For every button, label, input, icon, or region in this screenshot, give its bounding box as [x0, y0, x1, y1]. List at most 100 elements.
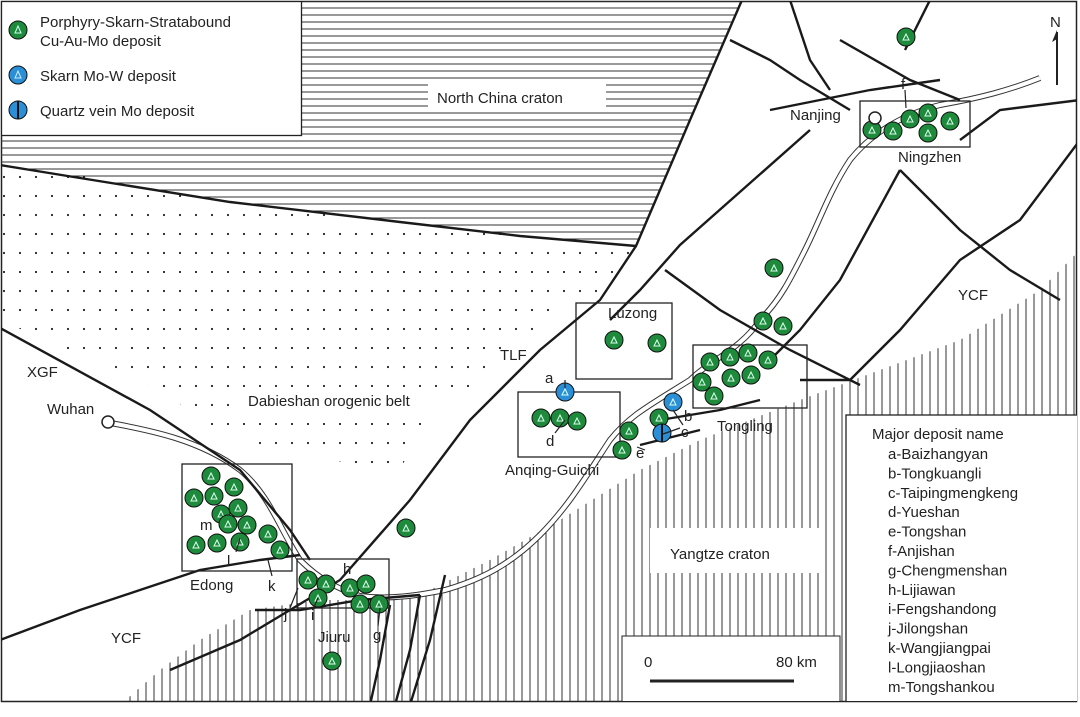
cu-au-mo-deposit-icon [753, 311, 773, 331]
cu-au-mo-deposit-icon [184, 488, 204, 508]
ningzhen-box [859, 100, 971, 148]
cu-au-mo-deposit-icon [230, 532, 250, 552]
cu-au-mo-deposit-icon [340, 578, 360, 598]
cu-au-mo-deposit-icon [619, 421, 639, 441]
cu-au-mo-deposit-icon [721, 368, 741, 388]
cu-au-mo-deposit-icon [692, 372, 712, 392]
dabieshan-dotted-area [1, 160, 636, 470]
cu-au-mo-deposit-icon [316, 574, 336, 594]
legend-label: Quartz vein Mo deposit [40, 103, 195, 120]
cu-au-mo-deposit-icon [612, 440, 632, 460]
north-china-craton-label: North China craton [437, 90, 563, 107]
deposit-name-item: g-Chengmenshan [888, 562, 1007, 579]
deposit-names-title: Major deposit name [872, 426, 1004, 443]
cu-au-mo-deposit-icon [224, 477, 244, 497]
deposit-letter-d: d [546, 433, 554, 450]
legend-box [1, 1, 303, 137]
cu-au-mo-deposit-icon [298, 570, 318, 590]
cu-au-mo-deposit-icon [258, 524, 278, 544]
cu-au-mo-deposit-icon [369, 594, 389, 614]
cu-au-mo-deposit-icon [758, 350, 778, 370]
legend-item-quartz-vein: Quartz vein Mo deposit [8, 100, 195, 120]
legend-label: Skarn Mo-W deposit [40, 68, 177, 85]
edong-label: Edong [190, 577, 233, 594]
deposit-name-item: l-Longjiaoshan [888, 659, 986, 676]
deposit-letter-b: b [684, 408, 692, 425]
cu-au-mo-deposit-icon [883, 121, 903, 141]
cu-au-mo-deposit-icon [567, 411, 587, 431]
deposit-name-item: d-Yueshan [888, 504, 960, 521]
deposit-name-item: a-Baizhangyan [888, 446, 988, 463]
deposit-letter-f: f [901, 76, 906, 93]
luzong-label: Luzong [608, 305, 657, 322]
green-deposit-icon [8, 20, 28, 40]
deposit-letter-g: g [373, 627, 381, 644]
cu-au-mo-deposit-icon [322, 651, 342, 671]
cu-au-mo-deposit-icon [218, 514, 238, 534]
legend-label-line1: Porphyry-Skarn-Stratabound [40, 14, 231, 31]
cu-au-mo-deposit-icon [918, 123, 938, 143]
skarn-mo-w-deposit-icon [663, 392, 683, 412]
legend-item-skarn-mo-w: Skarn Mo-W deposit [8, 65, 177, 85]
anqing-guichi-label: Anqing-Guichi [505, 462, 599, 479]
nanjing-label: Nanjing [790, 107, 841, 124]
cu-au-mo-deposit-icon [862, 120, 882, 140]
cu-au-mo-deposit-icon [356, 574, 376, 594]
cu-au-mo-deposit-icon [604, 330, 624, 350]
deposit-name-item: f-Anjishan [888, 543, 955, 560]
cu-au-mo-deposit-icon [531, 408, 551, 428]
deposit-name-item: c-Taipingmengkeng [888, 485, 1018, 502]
cu-au-mo-deposit-icon [396, 518, 416, 538]
cu-au-mo-deposit-icon [350, 594, 370, 614]
legend-label-line2: Cu-Au-Mo deposit [40, 33, 162, 50]
deposit-name-item: b-Tongkuangli [888, 465, 981, 482]
cu-au-mo-deposit-icon [270, 540, 290, 560]
cu-au-mo-deposit-icon [764, 258, 784, 278]
dabieshan-label: Dabieshan orogenic belt [248, 393, 411, 410]
cu-au-mo-deposit-icon [918, 103, 938, 123]
edong-box [181, 463, 293, 572]
yangtze-craton-area [124, 253, 1077, 701]
north-china-craton-area [1, 1, 742, 246]
scale-start-label: 0 [644, 654, 652, 671]
deposit-name-item: i-Fengshandong [888, 601, 996, 618]
cu-au-mo-deposit-icon [720, 347, 740, 367]
deposit-letter-h: h [343, 561, 351, 578]
legend-item-cu-au-mo: Porphyry-Skarn-Stratabound Cu-Au-Mo depo… [8, 14, 231, 50]
cu-au-mo-deposit-icon [704, 386, 724, 406]
yangtze-craton-label: Yangtze craton [670, 546, 770, 563]
deposit-name-item: e-Tongshan [888, 524, 966, 541]
deposit-letter-c: c [681, 424, 689, 441]
wuhan-city-marker [101, 415, 115, 429]
cu-au-mo-deposit-icon [738, 343, 758, 363]
cu-au-mo-deposit-icon [237, 515, 257, 535]
jiuru-label: Jiuru [318, 629, 351, 646]
ycf-label-west: YCF [111, 630, 141, 647]
cu-au-mo-deposit-icon [186, 535, 206, 555]
north-arrow-icon: N [1050, 14, 1061, 85]
cu-au-mo-deposit-icon [550, 408, 570, 428]
jiuru-box [296, 558, 390, 609]
cu-au-mo-deposit-icon [647, 333, 667, 353]
cu-au-mo-deposit-icon [896, 27, 916, 47]
cu-au-mo-deposit-icon [207, 533, 227, 553]
legend: Porphyry-Skarn-Stratabound Cu-Au-Mo depo… [8, 14, 231, 120]
cu-au-mo-deposit-icon [228, 498, 248, 518]
deposit-name-item: k-Wangjiangpai [888, 640, 991, 657]
blue-deposit-icon [8, 65, 28, 85]
deposit-letter-i: i [311, 607, 314, 624]
tongling-label: Tongling [717, 418, 773, 435]
nanjing-city-marker [868, 111, 882, 125]
xgf-label: XGF [27, 364, 58, 381]
cu-au-mo-deposit-icon [900, 109, 920, 129]
north-label: N [1050, 14, 1061, 31]
cu-au-mo-deposit-icon [204, 486, 224, 506]
deposit-letter-k: k [268, 578, 276, 595]
ycf-label-east: YCF [958, 287, 988, 304]
wuhan-label: Wuhan [47, 401, 94, 418]
cu-au-mo-deposit-icon [201, 466, 221, 486]
cu-au-mo-deposit-icon [700, 352, 720, 372]
deposit-letter-a: a [545, 370, 554, 387]
deposit-name-item: h-Lijiawan [888, 582, 956, 599]
